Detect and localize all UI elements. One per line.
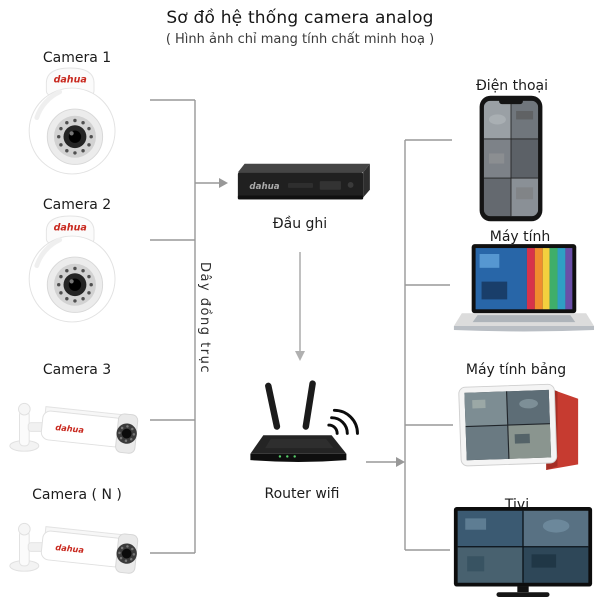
arrowhead [295, 351, 305, 361]
brand-logo: dahua [249, 182, 279, 192]
arrowhead [396, 457, 405, 467]
camera-feed-grid [457, 510, 589, 583]
brand-logo: dahua [55, 422, 85, 435]
bullet-camera-icon: dahua [9, 402, 139, 454]
camera-1-label: Camera 1 [42, 50, 112, 66]
bullet-camera-icon: dahua [9, 522, 139, 574]
left-bus [150, 99, 196, 554]
computer-label: Máy tính [489, 229, 551, 245]
camera-feed-grid [464, 389, 552, 461]
right-bus [404, 139, 453, 551]
colorful-wallpaper [526, 248, 573, 310]
phone-label: Điện thoại [475, 78, 549, 94]
dome-camera-icon: dahua [28, 215, 116, 323]
page-title: Sơ đồ hệ thống camera analog [166, 8, 434, 28]
page-subtitle: ( Hình ảnh chỉ mang tính chất minh hoạ ) [165, 32, 435, 47]
camera-3-label: Camera 3 [42, 362, 112, 378]
camera-feed-grid [483, 100, 539, 217]
ir-led-ring [118, 425, 136, 443]
antenna [265, 382, 281, 430]
phone-notch [499, 98, 523, 105]
camera-2-label: Camera 2 [42, 197, 112, 213]
brand-logo: dahua [54, 222, 87, 233]
arrowhead [219, 178, 228, 188]
camera-n-label: Camera ( N ) [32, 487, 122, 503]
tv-icon [453, 507, 593, 597]
laptop-icon [453, 244, 595, 332]
tv-stand-neck [517, 586, 529, 593]
router-icon [250, 380, 359, 462]
brand-logo: dahua [54, 74, 87, 85]
tablet-label: Máy tính bảng [465, 362, 567, 378]
wifi-out-arrow [366, 457, 405, 467]
wifi-waves-icon [327, 408, 359, 435]
router-label: Router wifi [264, 486, 340, 502]
dvr-label: Đầu ghi [272, 216, 328, 232]
brand-logo: dahua [55, 542, 85, 555]
tablet-icon [458, 383, 579, 470]
dvr-arrow [195, 178, 228, 188]
ir-led-ring [57, 266, 93, 303]
antenna [302, 380, 316, 430]
router-down-arrow [295, 252, 305, 361]
dome-camera-icon: dahua [28, 67, 116, 175]
coax-cable-label: Dây đồng trục [197, 262, 212, 374]
dvr-icon: dahua [237, 163, 370, 200]
ir-led-ring [118, 545, 136, 563]
ir-led-ring [57, 118, 93, 155]
smartphone-icon [479, 95, 543, 222]
tv-stand-base [496, 592, 550, 597]
